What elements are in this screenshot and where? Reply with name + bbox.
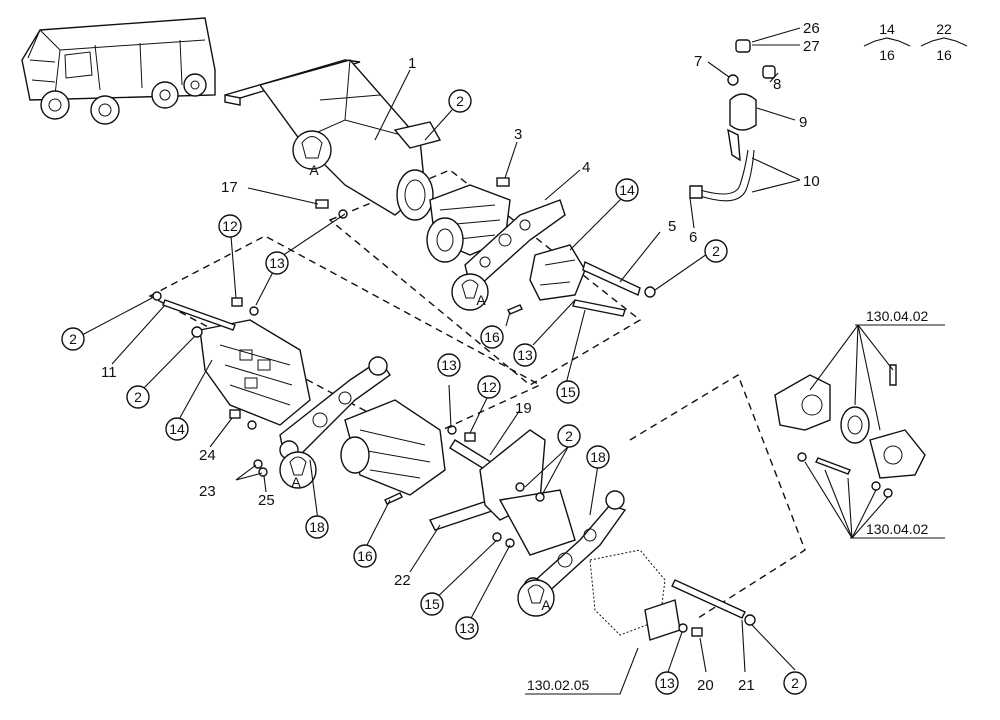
legend-bottom-2: 16 bbox=[936, 47, 952, 63]
callout-20: 20 bbox=[697, 677, 714, 694]
detail-marker-a4: A bbox=[541, 597, 551, 613]
callout-2-label: 2 bbox=[565, 428, 573, 444]
callout-6: 6 bbox=[689, 229, 697, 246]
callout-2-label: 2 bbox=[791, 675, 799, 691]
frame-crossmember bbox=[224, 59, 442, 221]
group-outline-left bbox=[148, 235, 542, 441]
callout-25: 25 bbox=[258, 492, 275, 509]
callout-12: 12 bbox=[218, 214, 242, 238]
detail-marker-a1: A bbox=[309, 162, 319, 178]
callout-13-label: 13 bbox=[517, 347, 533, 363]
callout-10: 10 bbox=[803, 173, 820, 190]
callout-2: 2 bbox=[783, 671, 807, 695]
callout-2-label: 2 bbox=[456, 93, 464, 109]
callout-19: 19 bbox=[515, 400, 532, 417]
callout-13-label: 13 bbox=[269, 255, 285, 271]
callout-13-label: 13 bbox=[659, 675, 675, 691]
group-outline-right bbox=[629, 373, 806, 621]
callout-13-label: 13 bbox=[441, 357, 457, 373]
detail-marker-a3: A bbox=[291, 474, 301, 490]
detail-a-upper-left: A bbox=[292, 130, 332, 178]
callout-18-label: 18 bbox=[590, 449, 606, 465]
legend-fraction-1: 14 16 bbox=[863, 21, 911, 63]
detail-a-lower: A bbox=[517, 579, 555, 617]
callout-11: 11 bbox=[101, 364, 117, 381]
callout-2-label: 2 bbox=[134, 389, 142, 405]
callout-7: 7 bbox=[694, 53, 702, 70]
callout-15: 15 bbox=[556, 380, 580, 404]
right-side-assembly bbox=[774, 364, 926, 479]
callout-15: 15 bbox=[420, 592, 444, 616]
breather-hose bbox=[689, 149, 755, 202]
callout-2: 2 bbox=[61, 327, 85, 351]
callout-12: 12 bbox=[477, 375, 501, 399]
callout-2: 2 bbox=[704, 239, 728, 263]
callout-18-label: 18 bbox=[309, 519, 325, 535]
callout-18: 18 bbox=[305, 515, 329, 539]
callout-2-label: 2 bbox=[69, 331, 77, 347]
callout-3: 3 bbox=[514, 126, 522, 143]
callout-12-label: 12 bbox=[222, 218, 238, 234]
legend-top-2: 22 bbox=[936, 21, 952, 37]
callout-14-label: 14 bbox=[619, 182, 635, 198]
callout-1: 1 bbox=[408, 55, 416, 72]
callout-16: 16 bbox=[353, 544, 377, 568]
center-lower-housing bbox=[340, 399, 446, 496]
callout-23: 23 bbox=[199, 483, 216, 500]
detail-a-center: A bbox=[451, 273, 489, 311]
callout-27: 27 bbox=[803, 38, 820, 55]
callout-13: 13 bbox=[513, 343, 537, 367]
leader-lines bbox=[81, 27, 945, 695]
callout-15-label: 15 bbox=[560, 384, 576, 400]
callout-13: 13 bbox=[455, 616, 479, 640]
callout-4: 4 bbox=[582, 159, 590, 176]
legend-top-1: 14 bbox=[879, 21, 895, 37]
callout-8: 8 bbox=[773, 76, 781, 93]
callout-14: 14 bbox=[165, 417, 189, 441]
lower-axle-shaft bbox=[429, 429, 576, 556]
callout-2-label: 2 bbox=[712, 243, 720, 259]
callout-12-label: 12 bbox=[481, 379, 497, 395]
callout-16-label: 16 bbox=[357, 548, 373, 564]
callout-13: 13 bbox=[265, 251, 289, 275]
legend-fraction-2: 22 16 bbox=[920, 21, 968, 63]
callout-16-label: 16 bbox=[484, 329, 500, 345]
callout-15-label: 15 bbox=[424, 596, 440, 612]
legend-bottom-1: 16 bbox=[879, 47, 895, 63]
callout-18: 18 bbox=[586, 445, 610, 469]
left-mount-bracket bbox=[279, 356, 391, 461]
callout-26: 26 bbox=[803, 20, 820, 37]
callout-2: 2 bbox=[126, 385, 150, 409]
callout-14-label: 14 bbox=[169, 421, 185, 437]
callout-13-label: 13 bbox=[459, 620, 475, 636]
callout-14: 14 bbox=[615, 178, 639, 202]
callout-17: 17 bbox=[221, 179, 238, 196]
callout-21: 21 bbox=[738, 677, 755, 694]
vehicle-thumbnail bbox=[21, 17, 216, 125]
reference-130-04-02-bottom: 130.04.02 bbox=[866, 521, 928, 537]
callout-22: 22 bbox=[394, 572, 411, 589]
upper-housing bbox=[529, 244, 641, 317]
detail-marker-a2: A bbox=[476, 292, 486, 308]
callout-5: 5 bbox=[668, 218, 676, 235]
left-housing bbox=[162, 299, 311, 426]
callout-2: 2 bbox=[557, 424, 581, 448]
lower-right-housing bbox=[589, 549, 746, 641]
fasteners bbox=[152, 177, 893, 637]
callout-16: 16 bbox=[480, 325, 504, 349]
breather-canister bbox=[727, 39, 776, 162]
reference-130-02-05: 130.02.05 bbox=[527, 677, 589, 693]
callout-13: 13 bbox=[655, 671, 679, 695]
callout-2: 2 bbox=[448, 89, 472, 113]
callout-13: 13 bbox=[437, 353, 461, 377]
detail-a-left: A bbox=[279, 451, 317, 490]
callout-9: 9 bbox=[799, 114, 807, 131]
callout-24: 24 bbox=[199, 447, 216, 464]
reference-130-04-02-top: 130.04.02 bbox=[866, 308, 928, 324]
